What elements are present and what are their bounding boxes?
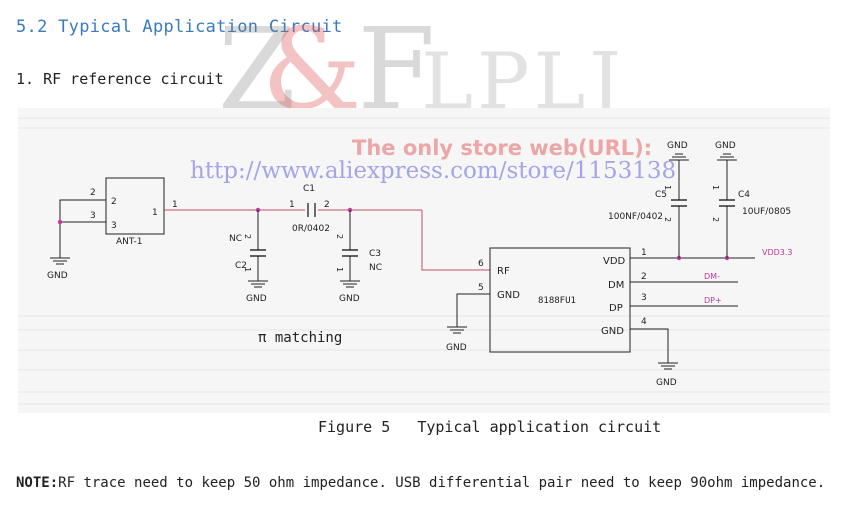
chip-pin-gnd-left: GND — [497, 290, 520, 301]
chip-pin-3-num: 3 — [641, 293, 647, 303]
antenna-pin-2-outer: 2 — [90, 188, 96, 198]
c1-capacitor — [307, 203, 316, 217]
section-title: 5.2 Typical Application Circuit — [16, 17, 343, 37]
c2-value: NC — [229, 234, 242, 244]
gnd-symbol-c2 — [248, 280, 268, 288]
c3-capacitor — [342, 210, 358, 281]
gnd-symbol-ant — [50, 257, 70, 265]
gnd-label-c4: GND — [715, 141, 736, 151]
rf-trace — [164, 209, 490, 271]
c3-value: NC — [369, 263, 382, 273]
chip-name: 8188FU1 — [538, 296, 576, 306]
c2-pin-2: 2 — [243, 234, 252, 239]
c1-pin-2: 2 — [324, 200, 330, 210]
chip-pin-vdd: VDD — [603, 256, 626, 267]
chip-pin-4-num: 4 — [641, 317, 647, 327]
c4-value: 10UF/0805 — [742, 207, 791, 217]
chip-pin-gnd-right: GND — [601, 326, 624, 337]
gnd-symbol-chip-left — [447, 326, 467, 334]
chip-right-wires — [630, 257, 755, 363]
net-vdd: VDD3.3 — [762, 248, 793, 257]
watermark-slogan: The only store web(URL): — [352, 136, 653, 160]
figure-caption: Figure 5 Typical application circuit — [318, 418, 662, 436]
gnd-label-ant: GND — [47, 271, 68, 281]
net-dp: DP+ — [704, 296, 722, 305]
gnd-symbol-chip-right — [658, 362, 678, 370]
net-dm: DM- — [704, 272, 720, 281]
chip-pin-6-num: 6 — [478, 259, 484, 269]
c3-ref: C3 — [369, 249, 381, 259]
c3-pin-1: 1 — [335, 267, 344, 272]
c5-ref: C5 — [655, 190, 667, 200]
antenna-left-wires — [59, 199, 106, 258]
gnd-label-chip-right: GND — [656, 378, 677, 388]
diagram-background — [18, 108, 830, 413]
antenna-pin-1-outer: 1 — [172, 200, 178, 210]
chip-pin-dp: DP — [609, 303, 623, 314]
c5-value: 100NF/0402 — [608, 212, 663, 222]
antenna-pin-3-inner: 3 — [111, 221, 117, 231]
note: NOTE:RF trace need to keep 50 ohm impeda… — [16, 475, 825, 491]
c2-ref: C2 — [235, 261, 247, 271]
note-text: RF trace need to keep 50 ohm impedance. … — [58, 475, 826, 491]
gnd-symbol-c4 — [717, 153, 737, 161]
gnd-label-chip-left: GND — [446, 343, 467, 353]
antenna-pin-2-inner: 2 — [111, 197, 117, 207]
junction-dot — [57, 219, 63, 225]
chip-gnd-left-wire — [456, 293, 490, 327]
c3-pin-2: 2 — [335, 234, 344, 239]
c4-capacitor — [719, 160, 735, 258]
gnd-label-c5: GND — [667, 141, 688, 151]
c5-pin-1: 1 — [663, 185, 672, 190]
c2-capacitor — [250, 210, 266, 281]
c5-pin-2: 2 — [663, 217, 672, 222]
chip-pin-5-num: 5 — [478, 283, 484, 293]
watermark-url: http://www.aliexpress.com/store/1153138 — [190, 158, 677, 184]
gnd-label-c3: GND — [339, 294, 360, 304]
chip-pin-2-num: 2 — [641, 272, 647, 282]
gnd-symbol-c3 — [340, 280, 360, 288]
c4-pin-2: 2 — [711, 217, 720, 222]
chip-pin-1-num: 1 — [641, 248, 647, 258]
antenna-pin-3-outer: 3 — [90, 211, 96, 221]
c5-capacitor — [671, 160, 687, 258]
gnd-symbol-c5 — [669, 153, 689, 161]
c1-pin-1: 1 — [289, 200, 295, 210]
chip-pin-dm: DM — [608, 280, 624, 291]
antenna-name: ANT-1 — [116, 237, 143, 247]
pi-matching-label: π matching — [258, 330, 342, 346]
c1-ref: C1 — [303, 184, 315, 194]
chip-box — [489, 247, 631, 353]
antenna-pin-1-inner: 1 — [152, 208, 158, 218]
c1-value: 0R/0402 — [292, 224, 330, 234]
gnd-label-c2: GND — [246, 294, 267, 304]
note-label: NOTE: — [16, 475, 59, 491]
c2-pin-1: 1 — [243, 267, 252, 272]
antenna-box — [105, 177, 165, 235]
subheading: 1. RF reference circuit — [16, 70, 224, 88]
chip-pin-rf: RF — [497, 266, 510, 277]
c4-ref: C4 — [738, 190, 750, 200]
c4-pin-1: 1 — [711, 185, 720, 190]
